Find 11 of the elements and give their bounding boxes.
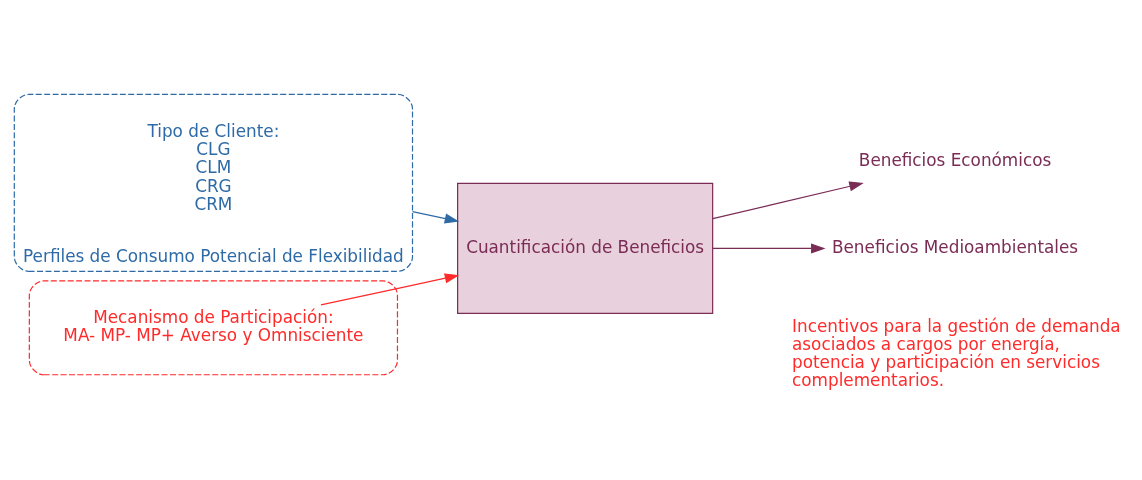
node-text: Beneficios Medioambientales	[831, 236, 1079, 257]
node-text: Tipo de Cliente: CLG CLM CRG CRM	[147, 121, 280, 214]
cluster	[28, 280, 399, 376]
node-text: Beneficios Económicos	[858, 150, 1052, 171]
arrow	[712, 243, 826, 254]
node-box: Cuantificación de Beneficios	[457, 182, 714, 314]
arrow	[320, 273, 460, 306]
arrow	[411, 210, 460, 224]
arrow	[712, 181, 864, 220]
label: Incentivos para la gestión de demanda asociados a cargos por energía, potencia y participación en servicios complementarios.	[792, 315, 1121, 390]
node-text: Mecanismo de Participación: MA- MP- MP+ Averso y Omnisciente	[63, 307, 364, 346]
